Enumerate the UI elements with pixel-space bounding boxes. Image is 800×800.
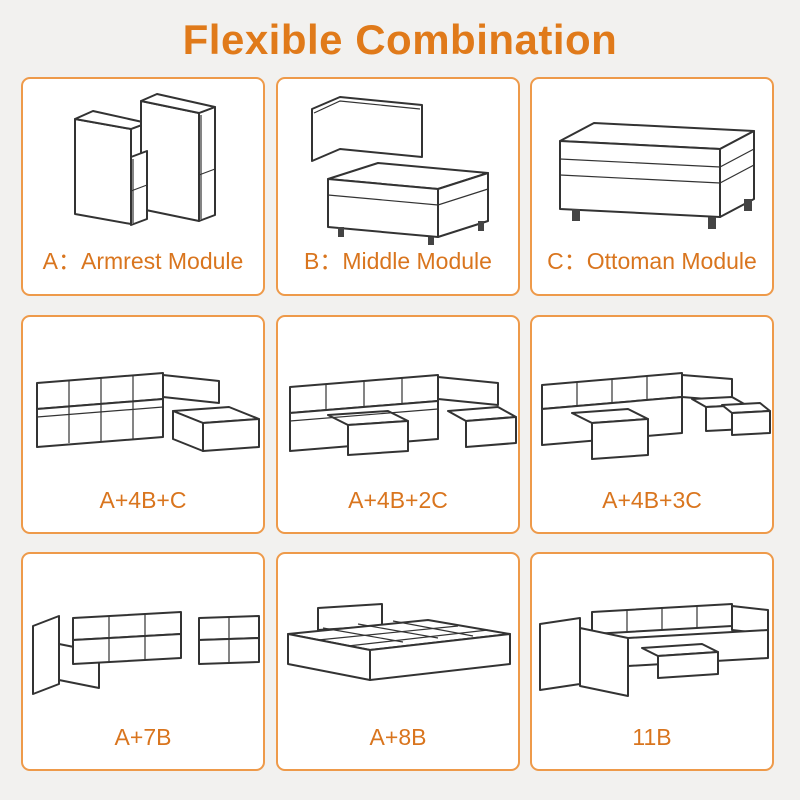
combination-card-2: A+4B+2C (276, 315, 520, 534)
combination-label-5: A+8B (369, 724, 427, 750)
combination-label-2: A+4B+2C (348, 487, 448, 513)
combination-card-4: A+7B (21, 552, 265, 771)
combination-4-illustration (32, 611, 260, 695)
module-card-middle: B：Middle Module (276, 77, 520, 296)
combination-card-6: 11B (530, 552, 774, 771)
combination-card-1: A+4B+C (21, 315, 265, 534)
combination-6-illustration (539, 603, 769, 697)
middle-module-illustration (311, 96, 489, 245)
module-card-ottoman: C：Ottoman Module (530, 77, 774, 296)
combination-1-illustration (36, 372, 260, 452)
module-card-armrest: A：Armrest Module (21, 77, 265, 296)
combination-card-5: A+8B (276, 552, 520, 771)
module-label-armrest: A：Armrest Module (42, 248, 244, 274)
combination-label-3: A+4B+3C (602, 487, 702, 513)
combination-2-illustration (289, 374, 517, 456)
combination-5-illustration (287, 603, 511, 681)
armrest-module-illustration (74, 93, 216, 226)
combination-label-6: 11B (632, 724, 672, 750)
combination-3-illustration (541, 372, 771, 460)
combination-label-1: A+4B+C (99, 487, 187, 513)
combination-label-4: A+7B (114, 724, 172, 750)
module-label-middle: B：Middle Module (304, 248, 492, 274)
page-title: Flexible Combination (182, 16, 618, 63)
module-label-ottoman: C：Ottoman Module (547, 248, 757, 274)
combination-card-3: A+4B+3C (530, 315, 774, 534)
ottoman-module-illustration (559, 122, 755, 229)
